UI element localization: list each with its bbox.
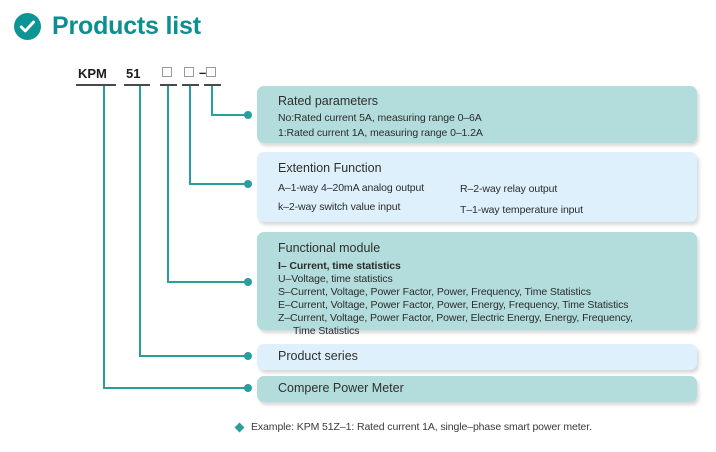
extention-function-col2-line-2: T–1-way temperature input: [460, 204, 583, 216]
code-segment-module: [162, 66, 172, 81]
code-segment-brand: KPM: [78, 66, 107, 81]
box-title-compere-power-meter: Compere Power Meter: [278, 381, 404, 395]
rated-parameters-line-2: 1:Rated current 1A, measuring range 0–1.…: [278, 127, 483, 139]
extention-function-col1-line-2: k–2-way switch value input: [278, 201, 401, 213]
code-separator-dash: –: [199, 65, 207, 80]
box-compere-power-meter: Compere Power Meter: [257, 376, 697, 402]
code-rule-module: [160, 84, 177, 86]
code-rule-series: [124, 84, 150, 86]
extention-function-col2-line-1: R–2-way relay output: [460, 183, 558, 195]
page-title: Products list: [52, 12, 201, 40]
box-extention-function: Extention Function A–1-way 4–20mA analog…: [257, 152, 697, 222]
extention-function-col1-line-1: A–1-way 4–20mA analog output: [278, 182, 425, 194]
functional-module-line-4: E–Current, Voltage, Power Factor, Power,…: [278, 299, 629, 311]
code-segment-ext: [184, 66, 194, 81]
example-note-text: Example: KPM 51Z–1: Rated current 1A, si…: [251, 421, 592, 433]
functional-module-line-3: S–Current, Voltage, Power Factor, Power,…: [278, 286, 591, 298]
code-segment-rated: [206, 66, 216, 81]
functional-module-line-6: Time Statistics: [293, 325, 360, 337]
example-note: Example: KPM 51Z–1: Rated current 1A, si…: [234, 421, 592, 433]
box-rated-parameters: Rated parameters No:Rated current 5A, me…: [257, 86, 697, 143]
code-rule-brand: [76, 84, 116, 86]
box-title-extention-function: Extention Function: [278, 161, 382, 175]
rated-parameters-line-1: No:Rated current 5A, measuring range 0–6…: [278, 112, 482, 124]
code-segment-series: 51: [126, 66, 141, 81]
box-title-product-series: Product series: [278, 349, 358, 363]
box-title-rated-parameters: Rated parameters: [278, 94, 379, 108]
functional-module-line-5: Z–Current, Voltage, Power Factor, Power,…: [278, 312, 633, 324]
code-rule-ext: [182, 84, 199, 86]
code-rule-rated: [204, 84, 221, 86]
page-header: Products list: [14, 12, 201, 41]
functional-module-line-1: I– Current, time statistics: [278, 260, 401, 272]
box-title-functional-module: Functional module: [278, 241, 381, 255]
check-circle-icon: [14, 13, 41, 40]
functional-module-line-2: U–Voltage, time statistics: [278, 273, 393, 285]
box-functional-module: Functional module I– Current, time stati…: [257, 232, 697, 337]
diamond-bullet-icon: [234, 422, 245, 432]
box-product-series: Product series: [257, 344, 697, 370]
